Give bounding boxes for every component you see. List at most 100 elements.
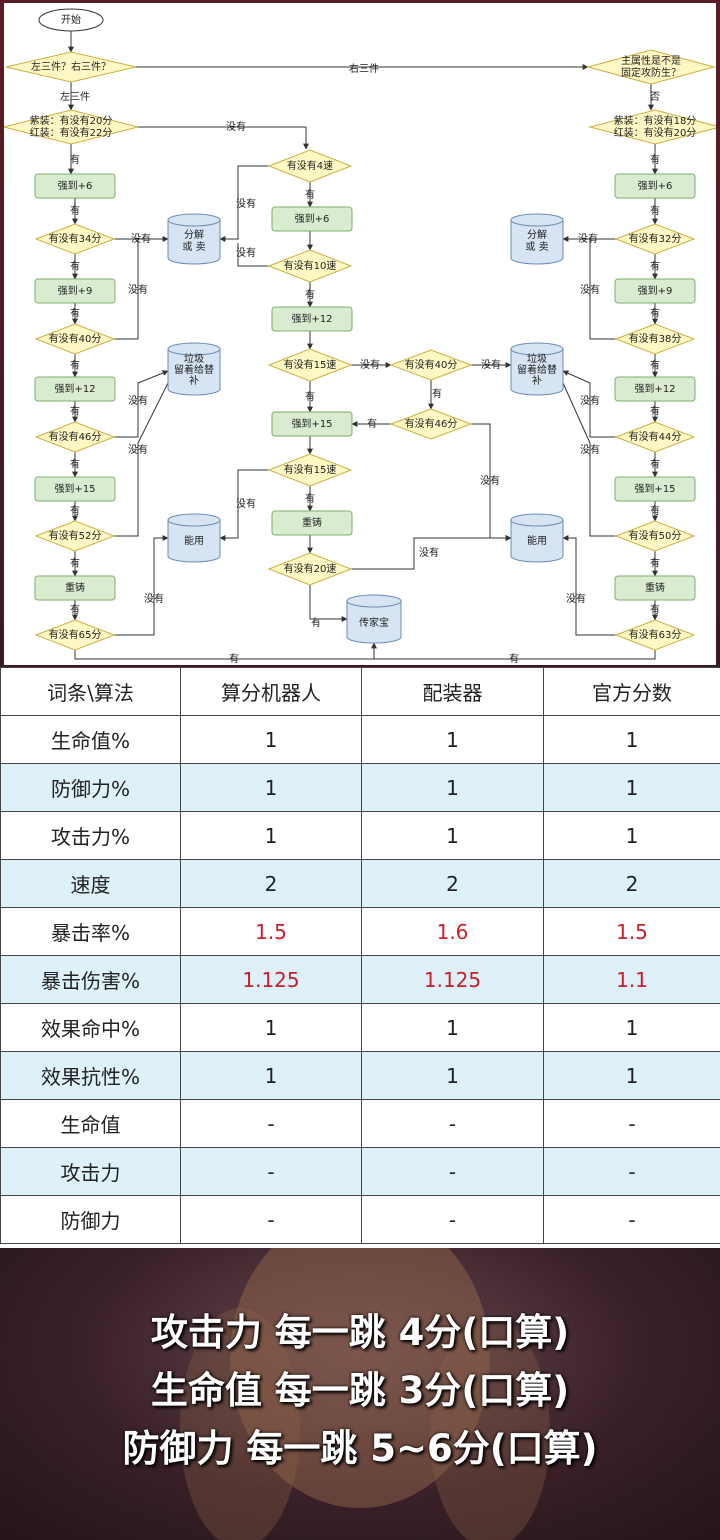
edge-label: 有 xyxy=(229,652,239,665)
edge-label: 没有 xyxy=(360,358,380,371)
usable-label: 能用 xyxy=(184,534,204,547)
weight-cell: 2 xyxy=(180,859,362,908)
flow-connector xyxy=(562,382,616,537)
edge-label: 有 xyxy=(432,387,442,400)
center-step-label: 强到+15 xyxy=(291,418,332,430)
weight-cell: 1.125 xyxy=(180,955,362,1004)
left-step-label: 强到+12 xyxy=(54,383,95,395)
weight-cell: 1 xyxy=(543,763,720,812)
edge-label: 有 xyxy=(509,652,519,665)
center-step-box: 强到+6 xyxy=(271,206,353,232)
flow-connector xyxy=(237,243,269,267)
caption-line-hp: 生命值 每一跳 3分(口算) xyxy=(150,1369,570,1412)
flow-connector xyxy=(371,642,656,660)
weight-cell: 1 xyxy=(361,763,544,812)
table-row: 防御力--- xyxy=(0,1195,720,1244)
weight-cell: - xyxy=(361,1099,544,1148)
left-step-label: 强到+6 xyxy=(58,180,93,192)
right-step-label: 重铸 xyxy=(645,581,665,594)
equipment-flowchart: 开始左三件？右三件？主属性是不是固定攻防生？紫装：有没有20分红装：有没有22分… xyxy=(4,3,716,665)
weight-cell: 1 xyxy=(180,763,362,812)
weight-cell: 1 xyxy=(361,1003,544,1052)
edge-label: 有 xyxy=(305,288,315,301)
edge-label: 没有 xyxy=(144,592,164,605)
left-step-box: 强到+9 xyxy=(34,278,116,304)
edge-label: 否 xyxy=(650,91,660,103)
stat-name-cell: 速度 xyxy=(0,859,181,908)
edge-label: 有 xyxy=(70,153,80,166)
right-check-label: 有没有32分 xyxy=(629,232,682,245)
edge-label: 有 xyxy=(650,153,660,166)
weight-cell: 1 xyxy=(180,715,362,764)
weight-cell: 1 xyxy=(543,1003,720,1052)
center-check: 有没有15速 xyxy=(267,453,353,487)
junk-label: 垃圾 xyxy=(527,352,547,365)
edge-label: 有 xyxy=(650,405,660,418)
flowchart-nodes: 开始左三件？右三件？主属性是不是固定攻防生？紫装：有没有20分红装：有没有22分… xyxy=(4,8,716,651)
weight-cell: - xyxy=(180,1195,362,1244)
edge-label: 有 xyxy=(70,557,80,570)
edge-label: 没有 xyxy=(236,246,256,259)
center-check-40: 有没有40分 xyxy=(389,349,473,381)
right-step-label: 强到+15 xyxy=(634,483,675,495)
edge-label: 有 xyxy=(367,417,377,430)
edge-label: 没有 xyxy=(226,120,246,133)
left-step-label: 强到+15 xyxy=(54,483,95,495)
weight-cell: - xyxy=(180,1147,362,1196)
stat-name-cell: 攻击力% xyxy=(0,811,181,860)
edge-label: 有 xyxy=(70,260,80,273)
stat-name-cell: 防御力 xyxy=(0,1195,181,1244)
left-step-box: 强到+15 xyxy=(34,476,116,502)
left-check-label: 有没有65分 xyxy=(49,628,102,641)
left-check: 有没有65分 xyxy=(34,619,116,651)
weight-cell: 1.5 xyxy=(180,907,362,956)
edge-label: 有 xyxy=(70,504,80,517)
weight-cell: 1 xyxy=(180,1003,362,1052)
flow-connector xyxy=(74,650,374,660)
flow-connector xyxy=(114,382,169,537)
decision-main-stat-label: 固定攻防生？ xyxy=(621,66,681,79)
junk-label: 补 xyxy=(189,374,199,387)
center-step-label: 强到+6 xyxy=(295,213,330,225)
weight-cell: 1 xyxy=(180,811,362,860)
weight-cell: 1.125 xyxy=(361,955,544,1004)
edge-label: 有 xyxy=(70,405,80,418)
weight-cell: - xyxy=(543,1099,720,1148)
left-check: 有没有52分 xyxy=(34,520,116,552)
center-step-label: 重铸 xyxy=(302,516,322,529)
center-check-label: 有没有15速 xyxy=(284,463,337,476)
center-check-40-label: 有没有40分 xyxy=(405,358,458,371)
right-check-label: 有没有63分 xyxy=(629,628,682,641)
center-step-box: 重铸 xyxy=(271,510,353,536)
usable-storage-left: 能用 xyxy=(167,513,221,563)
right-step-label: 强到+12 xyxy=(634,383,675,395)
stat-name-cell: 暴击伤害% xyxy=(0,955,181,1004)
caption-line-defense: 防御力 每一跳 5~6分(口算) xyxy=(122,1427,598,1470)
center-check-label: 有没有15速 xyxy=(284,358,337,371)
flowchart-edge-labels: 右三件左三件有有有有有有有有有有没有没有没有没有没有没有有有有有有没有没有没有没… xyxy=(60,62,660,665)
stat-name-cell: 防御力% xyxy=(0,763,181,812)
right-initial-check-label: 紫装：有没有18分 xyxy=(614,114,697,127)
left-initial-check-label: 红装：有没有22分 xyxy=(30,126,113,139)
flow-connector xyxy=(589,239,616,340)
left-check: 有没有46分 xyxy=(34,421,116,453)
flow-connector xyxy=(351,535,512,570)
edge-label: 有 xyxy=(305,390,315,403)
left-step-label: 重铸 xyxy=(65,581,85,594)
edge-label: 有 xyxy=(650,504,660,517)
edge-label: 有 xyxy=(650,260,660,273)
weight-cell: 1 xyxy=(361,715,544,764)
weight-cell: - xyxy=(543,1147,720,1196)
right-check-label: 有没有50分 xyxy=(629,529,682,542)
edge-label: 没有 xyxy=(578,232,598,245)
weight-cell: 1.1 xyxy=(543,955,720,1004)
right-check-label: 有没有38分 xyxy=(629,332,682,345)
decision-side-label: 左三件？右三件？ xyxy=(31,60,111,73)
edge-label: 有 xyxy=(70,359,80,372)
right-check: 有没有44分 xyxy=(614,421,696,453)
edge-label: 有 xyxy=(305,492,315,505)
